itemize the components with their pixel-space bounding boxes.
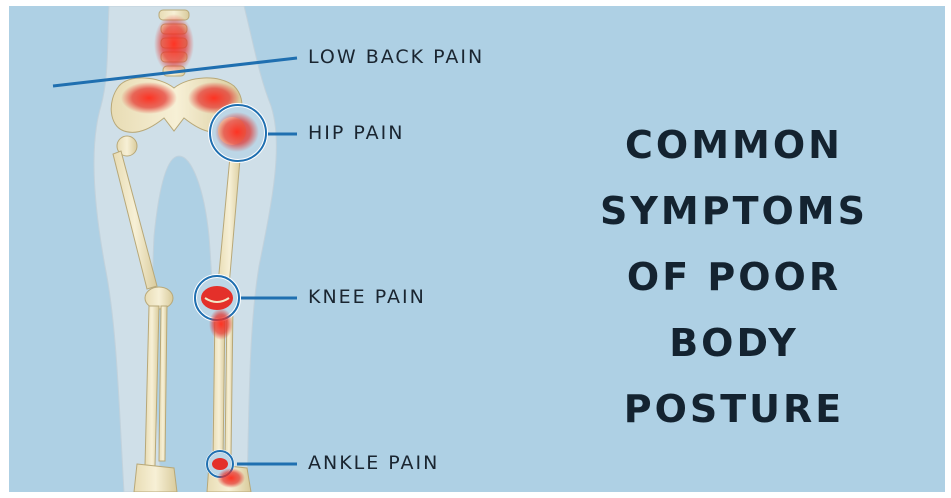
headline-line-5: POSTURE: [569, 376, 899, 442]
headline: COMMON SYMPTOMS OF POOR BODY POSTURE: [569, 112, 899, 442]
headline-line-2: SYMPTOMS: [569, 178, 899, 244]
low-back-pain-label: LOW BACK PAIN: [308, 46, 484, 68]
ankle-pain-label: ANKLE PAIN: [308, 452, 439, 474]
hip-pain-label: HIP PAIN: [308, 122, 404, 144]
headline-line-3: OF POOR: [569, 244, 899, 310]
headline-line-1: COMMON: [569, 112, 899, 178]
spine-pain: [154, 14, 194, 74]
infographic-canvas: LOW BACK PAIN HIP PAIN KNEE PAIN ANKLE P…: [9, 6, 945, 492]
headline-line-4: BODY: [569, 310, 899, 376]
knee-pain-label: KNEE PAIN: [308, 286, 426, 308]
body-illustration: [9, 6, 609, 492]
hip-pain-highlight: [210, 105, 266, 161]
